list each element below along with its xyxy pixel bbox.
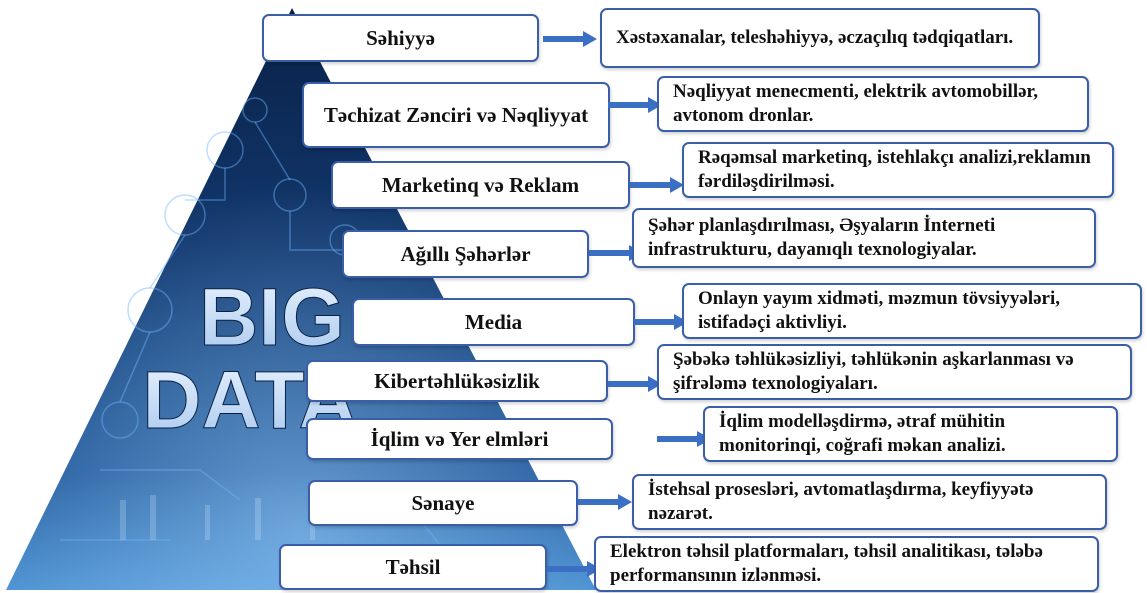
right-arrow-icon xyxy=(578,494,632,510)
category-box: Təhsil xyxy=(279,544,547,590)
category-box: Media xyxy=(352,298,635,346)
right-arrow-icon xyxy=(608,376,662,392)
description-box: Xəstəxanalar, teleshəhiyyə, əczaçılıq tə… xyxy=(600,8,1040,68)
category-box: Sənaye xyxy=(308,480,578,526)
description-box: Elektron təhsil platformaları, təhsil an… xyxy=(594,536,1099,592)
description-box: Onlayn yayım xidməti, məzmun tövsiyyələr… xyxy=(682,283,1142,339)
category-box: İqlim və Yer elmləri xyxy=(306,418,613,460)
category-box: Təchizat Zənciri və Nəqliyyat xyxy=(302,82,610,148)
description-box: Şəbəkə təhlükəsizliyi, təhlükənin aşkarl… xyxy=(657,344,1132,400)
right-arrow-icon xyxy=(543,31,597,47)
circuit-lines xyxy=(60,97,441,546)
description-box: Şəhər planlaşdırılması, Əşyaların İntern… xyxy=(632,208,1096,268)
right-arrow-icon xyxy=(547,561,601,577)
right-arrow-icon xyxy=(608,97,662,113)
description-box: İstehsal prosesləri, avtomatlaşdırma, ke… xyxy=(632,474,1107,530)
category-box: Kibertəhlükəsizlik xyxy=(306,360,608,402)
right-arrow-icon xyxy=(589,245,643,261)
right-arrow-icon xyxy=(657,431,711,447)
description-box: İqlim modelləşdirmə, ətraf mühitin monit… xyxy=(703,406,1118,462)
category-box: Səhiyyə xyxy=(262,14,539,62)
right-arrow-icon xyxy=(630,177,684,193)
description-box: Rəqəmsal marketinq, istehlakçı analizi,r… xyxy=(682,142,1114,198)
pyramid-word-big: BIG xyxy=(199,272,345,363)
right-arrow-icon xyxy=(634,314,688,330)
category-box: Ağıllı Şəhərlər xyxy=(342,230,589,278)
category-box: Marketinq və Reklam xyxy=(331,161,630,209)
description-box: Nəqliyyat menecmenti, elektrik avtomobil… xyxy=(657,76,1089,132)
